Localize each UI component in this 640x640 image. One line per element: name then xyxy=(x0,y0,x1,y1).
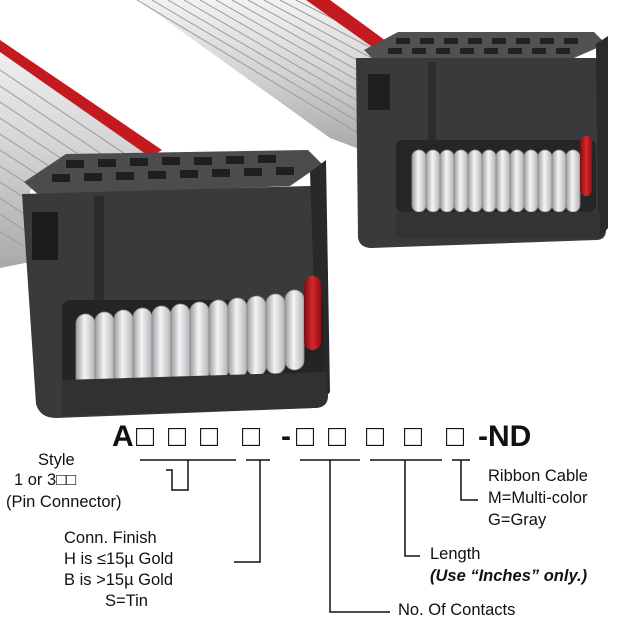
leader-length xyxy=(404,460,420,557)
label-ribbon-line2: G=Gray xyxy=(488,511,547,529)
leader-lines xyxy=(166,460,478,613)
label-style-title: Style xyxy=(38,451,75,469)
front-connector-latch-window xyxy=(32,212,58,260)
front-connector-red-loop xyxy=(304,276,321,350)
label-contacts-title: No. Of Contacts xyxy=(398,601,516,619)
part-number-box-contacts-1: □ xyxy=(296,420,315,453)
label-length-title: Length xyxy=(430,545,481,563)
rear-connector-pin-holes xyxy=(388,38,578,54)
leader-finish xyxy=(234,460,261,563)
part-number-box-length-1: □ xyxy=(366,420,385,453)
leader-style xyxy=(166,460,189,491)
rear-connector-top-face xyxy=(364,32,606,58)
part-number-box-length-2: □ xyxy=(404,420,423,453)
front-connector xyxy=(22,150,330,418)
part-number-box-contacts-2: □ xyxy=(328,420,347,453)
rear-connector-wire-loops xyxy=(411,149,581,213)
label-length-note: (Use “Inches” only.) xyxy=(430,567,588,585)
label-finish-line2: B is >15µ Gold xyxy=(64,571,174,589)
rear-connector-latch-window xyxy=(368,74,390,110)
label-style-line1: 1 or 3□□ xyxy=(14,471,77,489)
part-number-box-style-1: □ xyxy=(136,420,155,453)
label-finish-line3: S=Tin xyxy=(105,592,148,610)
part-number-box-finish: □ xyxy=(242,420,261,453)
label-ribbon-line1: M=Multi-color xyxy=(488,489,588,507)
label-finish-title: Conn. Finish xyxy=(64,529,157,547)
label-ribbon-title: Ribbon Cable xyxy=(488,467,588,485)
label-finish-line1: H is ≤15µ Gold xyxy=(64,550,174,568)
part-number-suffix: -ND xyxy=(478,420,532,453)
leader-ribbon xyxy=(460,460,478,501)
rear-connector-rib xyxy=(428,62,436,140)
part-number-prefix: A xyxy=(112,420,134,453)
part-number-box-style-3: □ xyxy=(200,420,219,453)
leader-contacts xyxy=(329,460,390,613)
rear-connector xyxy=(356,32,608,248)
part-number-dash: - xyxy=(281,420,291,453)
front-connector-rib xyxy=(94,196,104,312)
rear-connector-bottom-lip xyxy=(396,212,600,238)
front-cable-red-stripe xyxy=(0,40,162,157)
rear-cable-band xyxy=(118,0,410,150)
part-number-box-style-2: □ xyxy=(168,420,187,453)
part-number-box-ribbon: □ xyxy=(446,420,465,453)
rear-connector-red-loop xyxy=(580,136,592,196)
front-connector-bottom-lip xyxy=(62,372,328,416)
label-style-line2: (Pin Connector) xyxy=(6,493,122,511)
front-connector-pin-holes xyxy=(52,155,294,182)
rear-connector-side-face xyxy=(596,36,608,240)
